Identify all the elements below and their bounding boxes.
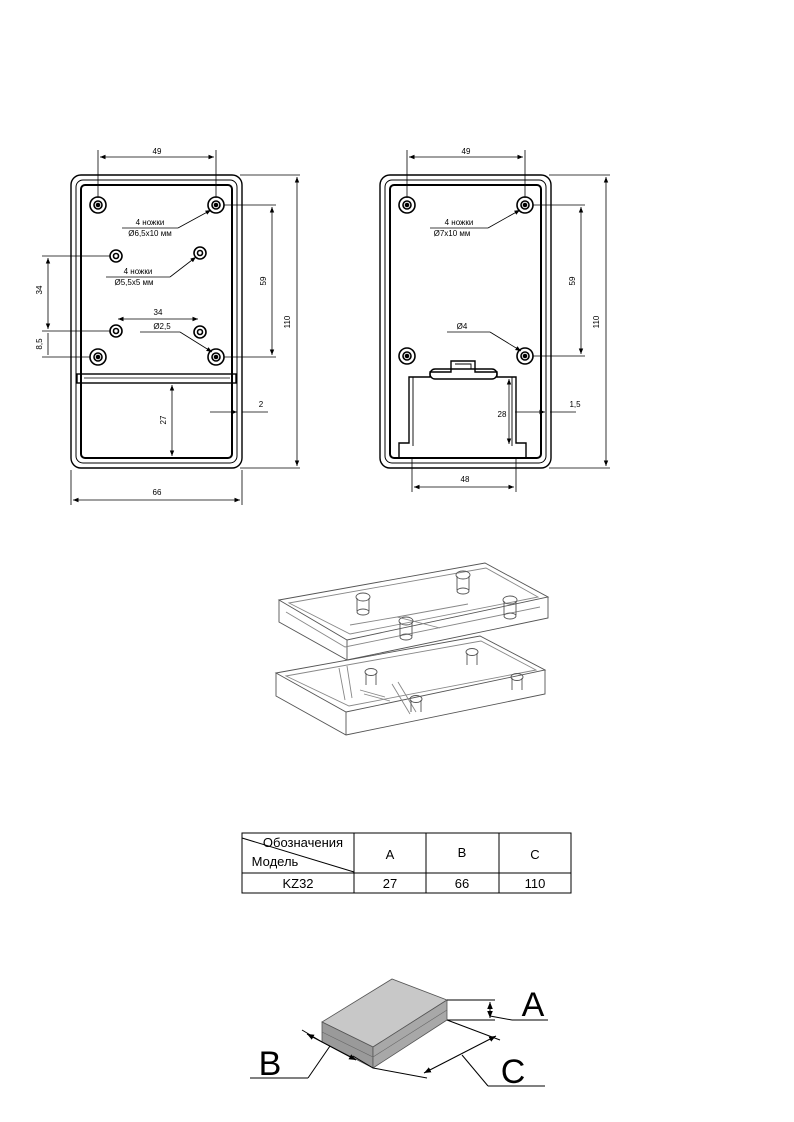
right-dim-110: 110 [592,315,601,328]
right-hole-dia: Ø4 [457,322,468,331]
right-dim-49: 49 [462,147,471,156]
right-outline-2 [384,179,547,464]
left-divider-rail [76,373,237,384]
right-feet-count: 4 ножки [445,218,474,227]
left-inner-wall [80,184,233,459]
left-feet2-count: 4 ножки [124,267,153,276]
right-outer-outline [379,174,552,469]
table-value-b: 66 [455,876,469,891]
right-feet-size: Ø7x10 мм [434,229,471,238]
box-dimension-lines [250,999,548,1087]
table-header-designations: Обозначения [263,835,343,850]
table-model-kz32: KZ32 [282,876,313,891]
left-dim-110: 110 [283,315,292,328]
left-feet-count: 4 ножки [136,218,165,227]
left-outline-2 [75,179,238,464]
table-col-a: A [386,847,395,862]
left-hole-dia: Ø2,5 [153,322,171,331]
box-label-b: B [259,1045,282,1083]
right-dim-28: 28 [498,410,507,419]
table-header-model: Модель [252,854,299,869]
table-texts: Обозначения Модель A B C KZ32 27 66 110 [252,835,546,891]
left-dimension-texts: 49 110 59 34 8,5 34 27 2 66 4 ножки Ø6,5… [35,147,292,497]
table-col-b: B [458,845,467,860]
left-feet-size: Ø6,5x10 мм [128,229,171,238]
left-feet2-size: Ø5,5x5 мм [114,278,153,287]
table-value-c: 110 [525,876,546,891]
right-view [379,150,610,492]
box-label-c: C [501,1053,526,1091]
exploded-isometric-view [274,562,550,736]
left-dim-34-horizontal: 34 [154,308,163,317]
left-dim-34-vertical: 34 [35,285,44,294]
right-dimension-texts: 49 110 59 4 ножки Ø7x10 мм Ø4 28 1,5 48 [434,147,601,484]
top-shell [277,562,550,661]
bottom-shell [274,635,547,736]
dimensions-table [241,832,572,894]
left-dim-66: 66 [153,488,162,497]
shaded-box-illustration: A B C [250,978,548,1091]
right-dimension-lines [406,150,610,492]
right-dim-59: 59 [568,276,577,285]
left-dim-8-5: 8,5 [35,338,44,350]
right-inner-wall [389,184,542,459]
right-battery-compartment [398,360,527,458]
table-col-c: C [530,847,539,862]
table-value-a: 27 [383,876,397,891]
left-dim-49: 49 [153,147,162,156]
right-dim-1-5: 1,5 [569,400,581,409]
right-dim-48: 48 [461,475,470,484]
box-label-a: A [522,986,545,1024]
left-dim-27: 27 [159,415,168,424]
left-outer-outline [70,174,243,469]
left-dimension-lines [42,150,300,505]
left-view [42,150,300,505]
left-dim-59: 59 [259,276,268,285]
left-dim-2: 2 [259,400,264,409]
